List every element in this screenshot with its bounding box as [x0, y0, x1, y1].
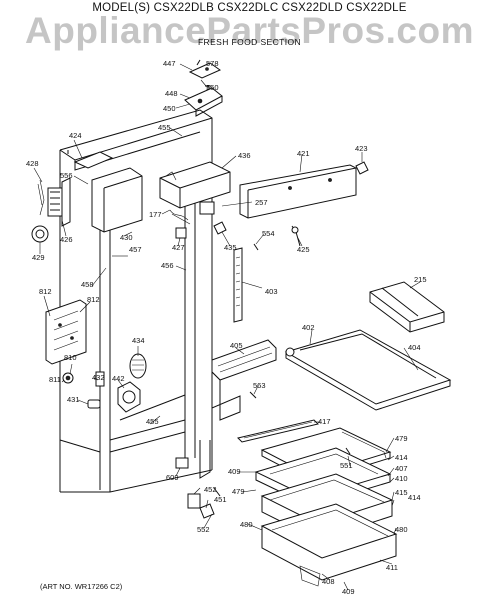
- rail-421: [233, 161, 369, 323]
- part-number-label: 812: [87, 295, 100, 304]
- part-number-label: 421: [297, 149, 310, 158]
- part-number-label: 480: [240, 520, 253, 529]
- part-number-label: 810: [64, 353, 77, 362]
- part-number-label: 409: [342, 587, 355, 596]
- part-number-label: 257: [255, 198, 268, 207]
- part-number-label: 457: [129, 245, 142, 254]
- slide-405: [211, 339, 277, 421]
- part-number-label: 415: [395, 488, 408, 497]
- art-number: (ART NO. WR17266 C2): [40, 582, 123, 591]
- trim-417: [237, 419, 319, 443]
- part-number-label: 811: [49, 375, 61, 384]
- part-number-label: 458: [81, 280, 94, 289]
- bin-215: [369, 281, 445, 333]
- part-number-label: 450: [163, 104, 176, 113]
- part-number-label: 423: [355, 144, 368, 153]
- part-number-label: 408: [322, 577, 335, 586]
- cabinet-frame: [59, 109, 213, 493]
- small-hardware: [175, 457, 221, 519]
- part-number-label: 447: [163, 59, 176, 68]
- part-number-label: 414: [395, 453, 408, 462]
- part-number-label: 451: [214, 495, 227, 504]
- part-number-label: 552: [197, 525, 210, 534]
- part-number-label: 455: [146, 417, 159, 426]
- part-number-label: 427: [172, 243, 185, 252]
- part-number-label: 431: [67, 395, 80, 404]
- part-number-label: 411: [386, 563, 398, 572]
- part-number-label: 479: [395, 434, 408, 443]
- part-number-label: 455: [158, 123, 171, 132]
- part-number-label: 609: [166, 473, 179, 482]
- part-number-label: 424: [69, 131, 82, 140]
- part-number-label: 560: [206, 83, 219, 92]
- crisper-assembly: [254, 427, 398, 587]
- watermark: AppliancePartsPros.com: [25, 10, 474, 51]
- part-number-label: 410: [395, 474, 408, 483]
- part-number-label: 480: [395, 525, 408, 534]
- part-callouts: 447 578 448 560 450 455 424 436 421 423 428 556 177 2…: [26, 59, 427, 596]
- part-number-label: 405: [230, 341, 243, 350]
- part-number-label: 563: [253, 381, 266, 390]
- part-number-label: 436: [238, 151, 251, 160]
- part-number-label: 403: [265, 287, 278, 296]
- part-number-label: 402: [302, 323, 315, 332]
- part-number-label: 215: [414, 275, 427, 284]
- part-number-label: 578: [206, 59, 219, 68]
- part-number-label: 430: [120, 233, 133, 242]
- part-number-label: 435: [224, 243, 237, 252]
- leader-lines: [33, 63, 421, 591]
- part-number-label: 452: [204, 485, 217, 494]
- part-number-label: 479: [232, 487, 245, 496]
- part-number-label: 434: [132, 336, 145, 345]
- part-number-label: 417: [318, 417, 331, 426]
- control-housing: [31, 151, 143, 243]
- cover-436: [159, 161, 231, 239]
- part-number-label: 442: [112, 374, 125, 383]
- part-number-label: 428: [26, 159, 39, 168]
- part-number-label: 448: [165, 89, 178, 98]
- part-number-label: 425: [297, 245, 310, 254]
- part-number-label: 812: [39, 287, 52, 296]
- part-number-label: 429: [32, 253, 45, 262]
- part-number-label: 432: [92, 373, 105, 382]
- part-number-label: 556: [60, 171, 73, 180]
- shelf-404: [284, 329, 452, 411]
- part-number-label: 414: [408, 493, 421, 502]
- part-number-label: 407: [395, 464, 408, 473]
- part-number-label: 409: [228, 467, 241, 476]
- bracket-458: [45, 299, 147, 413]
- part-number-label: 456: [161, 261, 174, 270]
- model-line: MODEL(S) CSX22DLB CSX22DLC CSX22DLD CSX2…: [92, 2, 407, 14]
- part-number-label: 177: [149, 210, 162, 219]
- part-number-label: 404: [408, 343, 421, 352]
- part-number-label: 551: [340, 461, 353, 470]
- section-title: FRESH FOOD SECTION: [197, 37, 302, 47]
- part-number-label: 426: [60, 235, 73, 244]
- part-number-label: 554: [262, 229, 275, 238]
